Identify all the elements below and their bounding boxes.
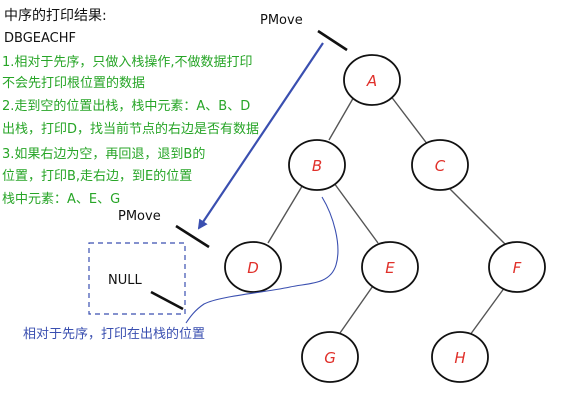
note-line-2: 不会先打印根位置的数据 <box>2 76 146 91</box>
tree-nodes <box>224 54 546 383</box>
pmove-top-label: PMove <box>260 13 303 28</box>
edge-a-c <box>389 94 429 146</box>
node-b-circle <box>288 139 346 191</box>
pmove-mid-label: PMove <box>118 209 161 224</box>
note-line-7: 栈中元素：A、E、G <box>2 192 121 207</box>
node-e-circle <box>361 241 419 293</box>
node-e-label: E <box>385 259 395 277</box>
note-line-3: 2.走到空的位置出栈，栈中元素：A、B、D <box>2 99 251 114</box>
node-g-circle <box>301 331 359 383</box>
caption-text: 相对于先序，打印在出栈的位置 <box>23 327 206 342</box>
pmove-top-mark <box>317 29 348 52</box>
node-f-label: F <box>513 259 522 277</box>
null-label: NULL <box>108 273 142 288</box>
node-h-circle <box>431 331 489 383</box>
inorder-trace-curve <box>185 196 339 324</box>
node-a-circle <box>343 54 401 106</box>
pmove-mid-mark <box>175 224 210 249</box>
node-g-label: G <box>324 349 336 367</box>
edge-e-g <box>339 282 376 334</box>
edge-a-b <box>328 94 356 141</box>
edge-b-e <box>333 182 379 244</box>
node-a-label: A <box>366 72 377 90</box>
node-d-circle <box>224 241 282 293</box>
pmove-arrow <box>197 42 324 230</box>
note-line-4: 出栈，打印D，找当前节点的右边是否有数据 <box>2 122 260 137</box>
note-line-1: 1.相对于先序，只做入栈操作,不做数据打印 <box>2 55 253 70</box>
edge-c-f <box>446 185 509 248</box>
node-h-label: H <box>454 349 465 367</box>
node-d-label: D <box>247 259 259 277</box>
note-line-6: 位置，打印B,走右边，到E的位置 <box>2 169 193 184</box>
node-b-label: B <box>312 157 322 175</box>
node-f-circle <box>488 241 546 293</box>
tree-edges <box>267 94 509 336</box>
inorder-result-title: 中序的打印结果: <box>4 8 107 24</box>
inorder-result-sequence: DBGEACHF <box>4 31 76 46</box>
null-box <box>88 242 186 315</box>
node-c-label: C <box>435 157 446 175</box>
edge-f-h <box>469 286 506 336</box>
note-line-5: 3.如果右边为空，再回退，退到B的 <box>2 147 206 162</box>
edge-b-d <box>267 182 305 244</box>
null-mark <box>150 290 184 311</box>
node-c-circle <box>411 139 469 191</box>
